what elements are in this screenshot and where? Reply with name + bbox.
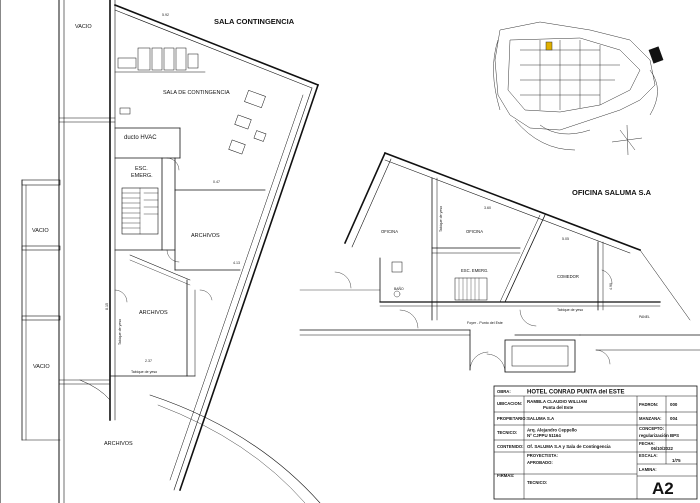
tabique-yeso-label-3: Tabique de yeso: [439, 206, 443, 232]
archivos-label-1: ARCHIVOS: [191, 233, 220, 239]
comedor-label: COMEDOR: [557, 274, 579, 279]
esc-emerg-right-label: ESC. EMERG.: [461, 268, 488, 273]
dimension-7: 5.05: [562, 237, 569, 241]
concepto-key: CONCEPTO:: [639, 426, 664, 431]
tabique-yeso-label-1: Tabique de yeso: [131, 370, 157, 374]
panel-label: PANEL: [639, 315, 650, 319]
tecnico-key: TECNICO:: [497, 430, 517, 435]
fecha-key: FECHA:: [639, 441, 655, 446]
ubicacion-value-1: RAMBLA CLAUDIO WILLIAM: [527, 399, 587, 404]
padron-key: PADRON:: [639, 402, 658, 407]
vacio-1-label: VACIO: [75, 24, 92, 30]
fecha-value: 06/10/2022: [651, 446, 674, 451]
vacio-2-label: VACIO: [32, 228, 49, 234]
title-block: [493, 385, 698, 500]
oficina-title: OFICINA SALUMA S.A: [572, 188, 652, 197]
manzana-key: MANZANA:: [639, 416, 662, 421]
room-labels: SALA CONTINGENCIA SALA DE CONTINGENCIA O…: [32, 17, 652, 447]
tecnico-value-1: Arq. Alejandro Ceppello: [527, 428, 577, 433]
lamina-key: LAMINA:: [639, 467, 657, 472]
bano-label: BAÑO: [394, 286, 404, 291]
escala-key: ESCALA:: [639, 453, 658, 458]
oficina-1-label: OFICINA: [381, 229, 398, 234]
archivos-label-3: ARCHIVOS: [104, 441, 133, 447]
dimension-5: 4.13: [233, 261, 240, 265]
dimension-4: 8.15: [105, 303, 109, 310]
ubicacion-key: UBICACION:: [497, 401, 522, 406]
esc-emerg-label-1: ESC.: [135, 166, 148, 172]
tecnico-value-2: Nº CJPPU 51164: [527, 433, 561, 438]
contenido-value: Of. SALUMA S.A y Sala de Contingencia: [527, 444, 611, 449]
esc-emerg-label-2: EMERG.: [131, 173, 153, 179]
title-block-text: OBRA: HOTEL CONRAD PUNTA del ESTE UBICAC…: [497, 389, 681, 498]
dimension-labels: 5.92 0.47 2.37 8.15 4.13 3.60 5.05 4.90: [105, 13, 613, 363]
site-plan-inset: [493, 21, 664, 156]
sala-de-contingencia-label: SALA DE CONTINGENCIA: [163, 90, 230, 96]
padron-value: 000: [670, 402, 678, 407]
obra-value: HOTEL CONRAD PUNTA del ESTE: [527, 390, 625, 396]
dimension-8: 4.90: [609, 283, 613, 290]
aprobado-key: APROBADO:: [527, 460, 553, 465]
firmas-key: FIRMAS:: [497, 473, 514, 478]
foyer-label: Foyer - Punto del Este: [467, 321, 503, 325]
tabique-yeso-label-4: Tabique de yeso: [557, 308, 583, 312]
ducto-hvac-label: ducto HVAC: [124, 135, 157, 141]
dimension-2: 0.47: [213, 180, 220, 184]
ubicacion-value-2: Punta del Este: [543, 405, 574, 410]
concepto-value: regularización BPS: [639, 433, 679, 438]
manzana-value: 004: [670, 416, 678, 421]
propietario-key: PROPIETARIO:: [497, 416, 527, 421]
sala-contingencia-title: SALA CONTINGENCIA: [214, 17, 295, 26]
tabique-yeso-label-2: Tabique de yeso: [118, 319, 122, 345]
oficina-2-label: OFICINA: [466, 229, 483, 234]
escala-value: 1/75: [672, 458, 681, 463]
dimension-3: 2.37: [145, 359, 152, 363]
proyectista-key: PROYECTISTA:: [527, 453, 558, 458]
propietario-value: SALUMA S.A: [527, 416, 555, 421]
dimension-6: 3.60: [484, 206, 491, 210]
contenido-key: CONTENIDO:: [497, 444, 524, 449]
vacio-3-label: VACIO: [33, 364, 50, 370]
dimension-1: 5.92: [162, 13, 169, 17]
lamina-value: A2: [652, 479, 674, 498]
tecnico2-key: TECNICO:: [527, 480, 547, 485]
obra-key: OBRA:: [497, 389, 511, 394]
archivos-label-2: ARCHIVOS: [139, 310, 168, 316]
